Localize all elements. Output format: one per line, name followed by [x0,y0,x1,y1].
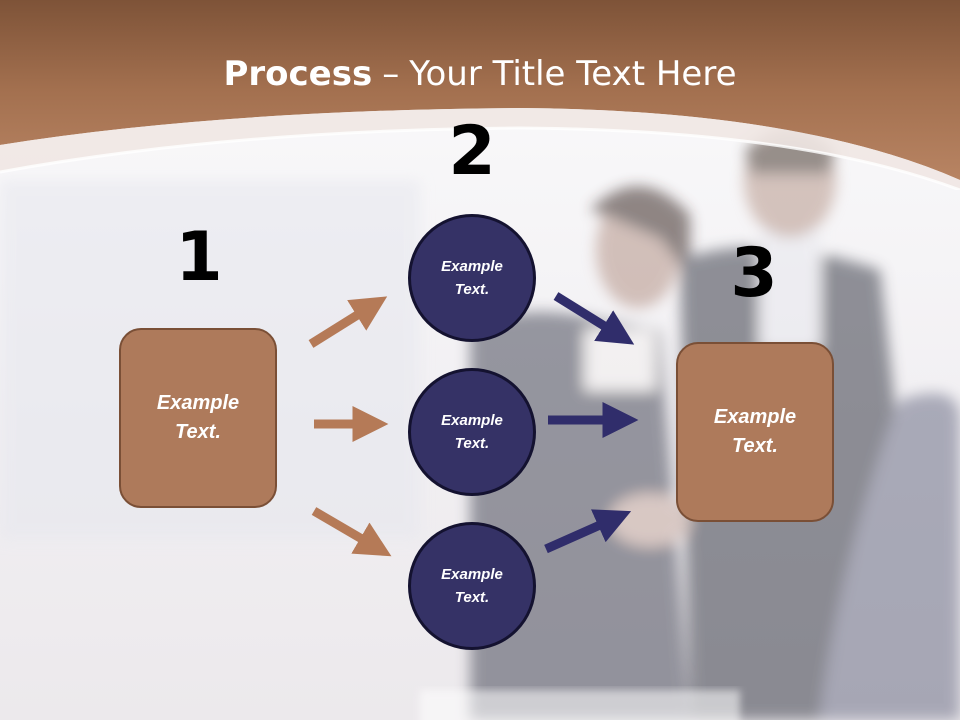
header-band [0,0,960,190]
arrow-bottom-to-end [544,509,632,554]
end-box-label: Example Text. [713,406,797,457]
circle-top: Example Text. [408,214,536,342]
circle-middle: Example Text. [408,368,536,496]
step-number-2: 2 [448,112,496,191]
circle-bottom-label: Example Text. [441,566,503,606]
start-box: Example Text. [119,328,277,508]
circle-middle-label: Example Text. [441,412,503,452]
arrow-top-to-end [553,292,635,345]
end-box: Example Text. [676,342,834,522]
title-bold: Process [223,54,373,94]
slide-title: Process–Your Title Text Here [0,52,960,96]
title-rest: Your Title Text Here [409,54,737,94]
start-box-label: Example Text. [156,392,240,443]
arrow-to-circle-top [308,296,388,348]
step-number-1: 1 [175,218,223,297]
title-separator: – [382,54,400,94]
circle-top-label: Example Text. [441,258,503,298]
arrow-to-circle-bottom [311,507,392,557]
circle-bottom: Example Text. [408,522,536,650]
step-number-3: 3 [730,234,778,313]
